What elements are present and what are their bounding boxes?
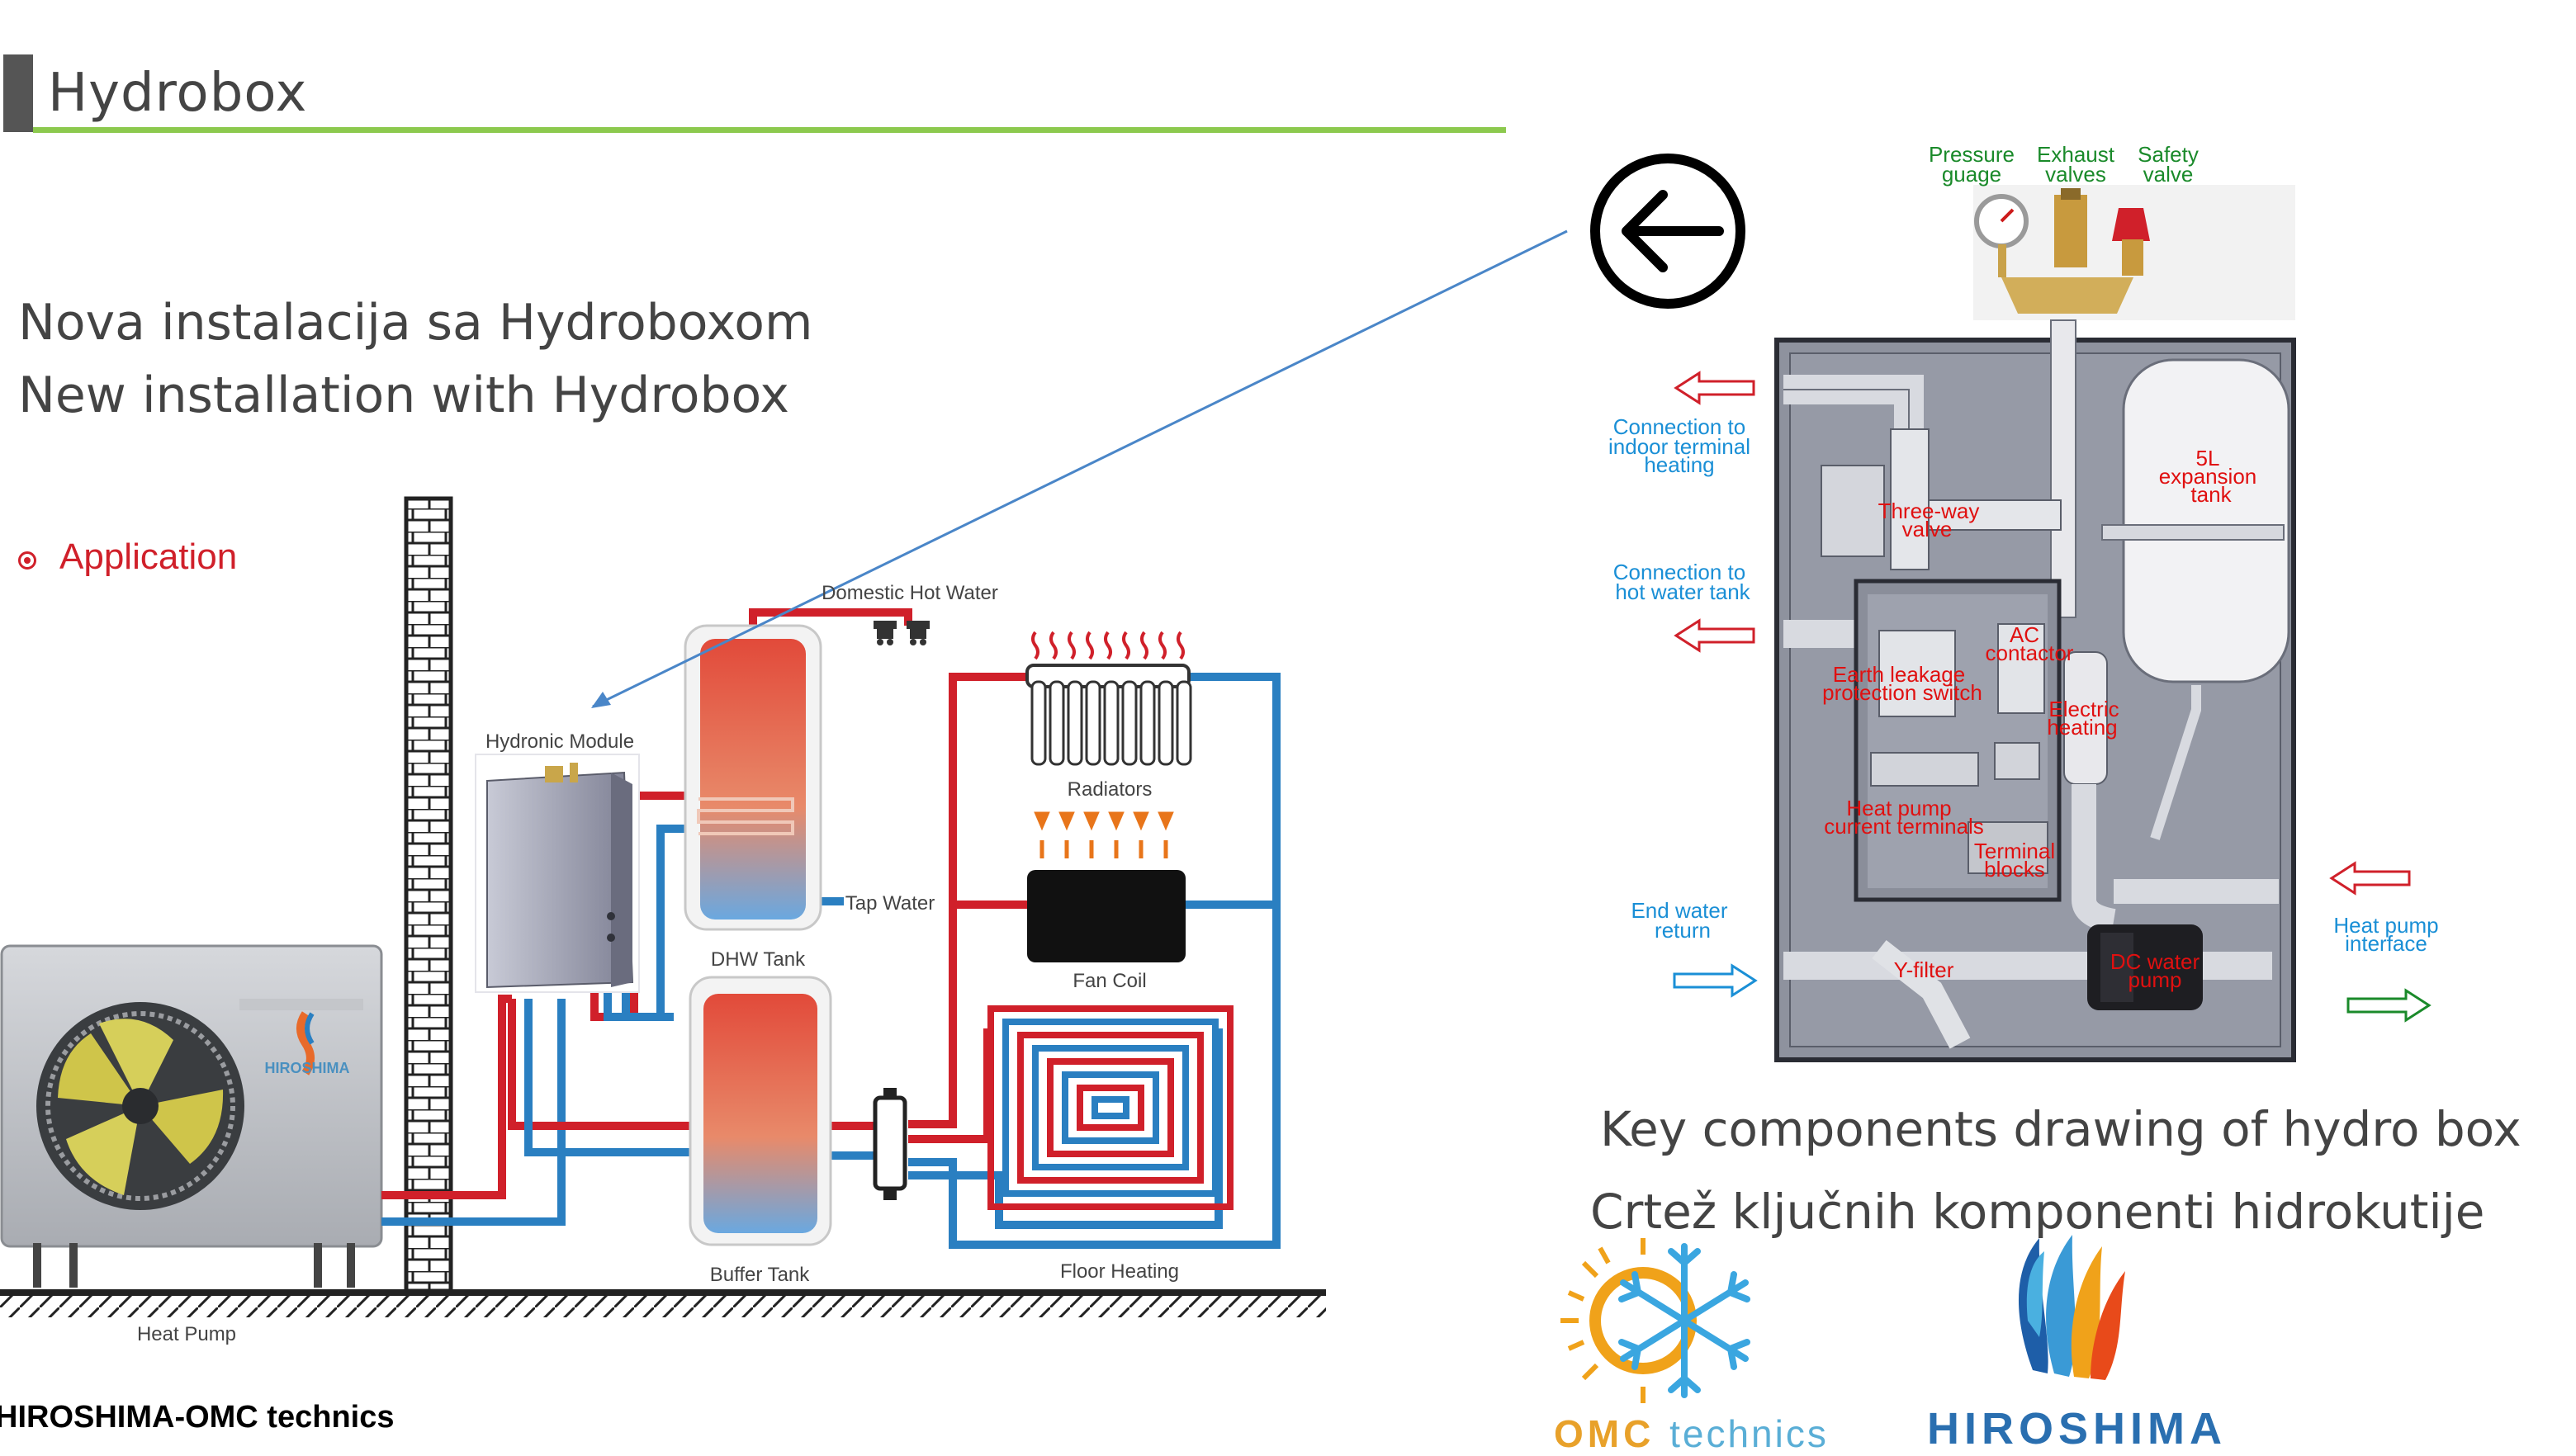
dhw-tank [684, 624, 822, 931]
label-earth-1: Earth leakage [1833, 662, 1965, 687]
label-threeway-2: valve [1902, 517, 1953, 541]
arrow-left-circle-icon [1590, 154, 1745, 309]
label-hp-interface-1: Heat pump [2333, 913, 2438, 938]
label-safety-1: Safety [2138, 142, 2199, 167]
label-termblk-1: Terminal [1974, 839, 2055, 863]
hydronic-module [475, 754, 640, 993]
subtitle-english: New installation with Hydrobox [18, 366, 789, 424]
label-tap-water: Tap Water [845, 892, 935, 915]
subtitle-local: Nova instalacija sa Hydroboxom [18, 294, 813, 352]
omc-logo-text: OMC technics [1554, 1411, 1829, 1456]
hp-return-pipe [381, 999, 566, 1226]
label-dhw-tank: DHW Tank [711, 948, 806, 971]
label-dcpump-1: DC water [2110, 949, 2200, 974]
title-underline [33, 127, 1506, 133]
arrow-right-green-icon [2346, 988, 2432, 1023]
fan-coil-unit [1027, 811, 1186, 962]
tap-fixtures [874, 621, 930, 645]
label-domestic-hot-water: Domestic Hot Water [822, 582, 998, 604]
arrow-left-red-icon [1674, 371, 1755, 405]
label-pressure-2: guage [1942, 162, 2001, 187]
hp-supply-pipe [381, 995, 512, 1199]
dhw-outlet-pipe [749, 608, 912, 631]
label-dcpump-2: pump [2128, 967, 2181, 992]
hiroshima-flame-logo [2018, 1235, 2125, 1380]
label-exp-3: tank [2190, 482, 2232, 507]
label-yfilter: Y-filter [1894, 957, 1954, 982]
drawing-caption-local: Crtež ključnih komponenti hidrokutije [1590, 1184, 2485, 1240]
ground-hatch [0, 1296, 1326, 1317]
hydraulic-separator [873, 1088, 907, 1200]
label-conn-hw-1: Connection to [1613, 560, 1745, 584]
label-exp-1: 5L [2196, 446, 2220, 470]
label-hp-interface-2: interface [2345, 931, 2427, 956]
ground-line [0, 1289, 1326, 1296]
label-ac-2: contactor [1986, 641, 2074, 665]
label-earth-2: protection switch [1822, 680, 1982, 705]
label-conn-hw-2: hot water tank [1615, 579, 1750, 604]
label-exhaust-2: valves [2045, 162, 2106, 187]
label-electric-2: heating [2047, 715, 2117, 740]
arrow-left-red-icon [2329, 861, 2411, 896]
arrow-left-red-icon [1674, 618, 1755, 653]
label-exp-2: expansion [2159, 464, 2257, 489]
bullet-icon [18, 551, 36, 570]
module-buffer-supply [508, 999, 690, 1130]
title-accent-bar [3, 54, 33, 132]
label-electric-1: Electric [2048, 697, 2119, 721]
label-conn-indoor-2: indoor terminal [1608, 434, 1750, 459]
footer-text: HIROSHIMA-OMC technics [0, 1400, 395, 1435]
label-conn-indoor-3: heating [1644, 452, 1714, 477]
label-heat-pump: Heat Pump [137, 1323, 236, 1345]
pointer-arrowhead [591, 692, 611, 708]
label-exhaust-1: Exhaust [2037, 142, 2115, 167]
emitter-return-pipe [908, 673, 1281, 1249]
radiator-unit [1025, 631, 1192, 766]
label-ac-1: AC [2010, 622, 2039, 647]
hiroshima-logo-text: HIROSHIMA [1927, 1404, 2227, 1454]
brick-wall [404, 496, 453, 1293]
pointer-line [592, 229, 1568, 708]
application-label: Application [59, 537, 238, 577]
label-radiators: Radiators [1068, 778, 1153, 801]
label-floor-heating: Floor Heating [1060, 1260, 1179, 1283]
valve-assembly [1973, 185, 2295, 320]
arrow-right-blue-icon [1673, 963, 1758, 998]
label-conn-indoor-1: Connection to [1613, 414, 1745, 439]
hp-brand-label: HIROSHIMA [265, 1060, 350, 1076]
label-safety-2: valve [2143, 162, 2194, 187]
label-buffer-tank: Buffer Tank [710, 1264, 811, 1286]
label-hpterm-2: current terminals [1824, 814, 1984, 839]
label-end-water-2: return [1655, 918, 1711, 943]
hydrobox-cabinet [1774, 319, 2296, 1062]
heat-pump-unit [0, 944, 383, 1288]
label-end-water-1: End water [1631, 898, 1727, 923]
page-title: Hydrobox [48, 63, 308, 124]
drawing-caption-english: Key components drawing of hydro box [1600, 1101, 2522, 1157]
label-termblk-2: blocks [1984, 857, 2045, 882]
label-hpterm-1: Heat pump [1846, 796, 1951, 820]
omc-logo-bold: OMC [1554, 1412, 1655, 1455]
label-fan-coil: Fan Coil [1073, 970, 1146, 992]
floor-heating-coil [987, 1005, 1234, 1210]
buffer-tank [689, 976, 832, 1246]
omc-sun-snowflake-logo [1560, 1238, 1750, 1403]
label-pressure-1: Pressure [1929, 142, 2015, 167]
label-hydronic-module: Hydronic Module [485, 730, 634, 753]
label-threeway-1: Three-way [1878, 499, 1980, 523]
omc-logo-light: technics [1669, 1412, 1829, 1455]
